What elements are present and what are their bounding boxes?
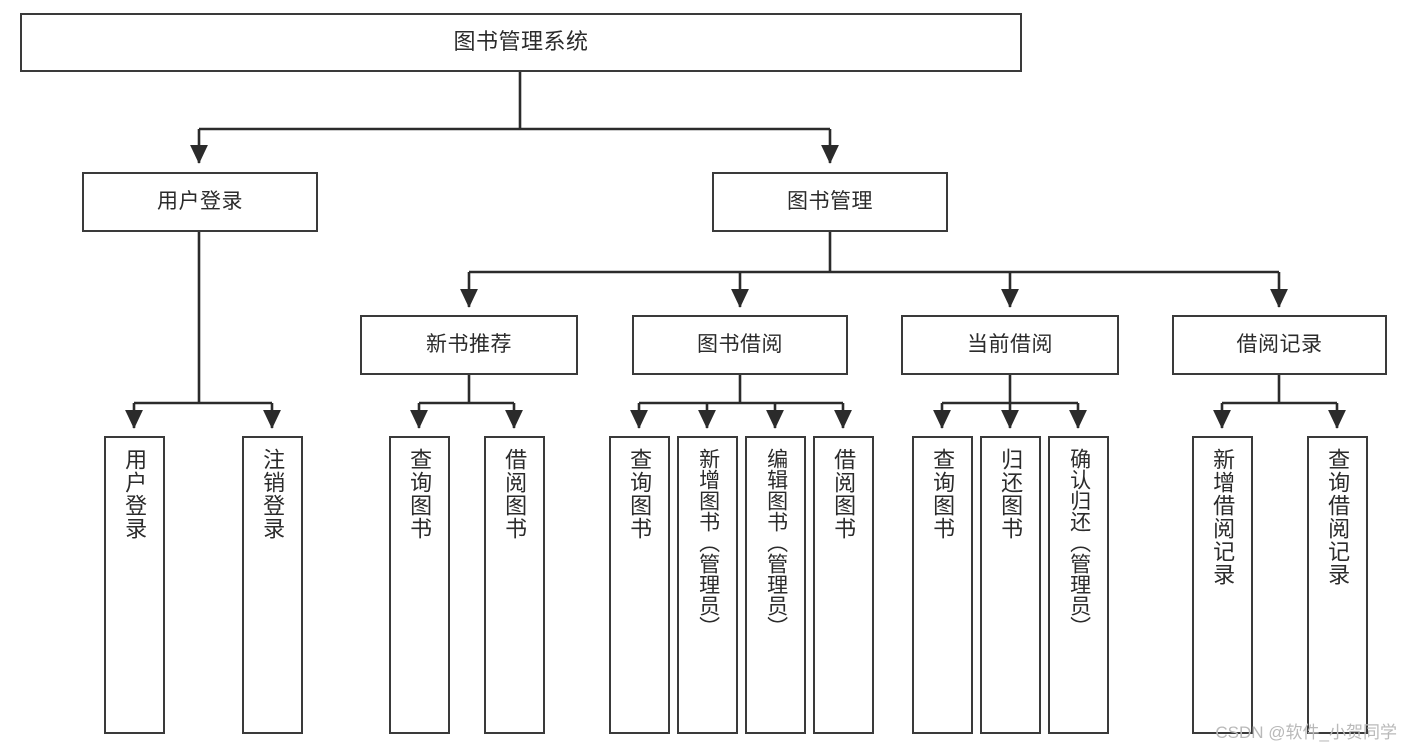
- node-label: 新增图书（管理员）: [696, 448, 720, 637]
- node-label: 编辑图书（管理员）: [764, 448, 788, 637]
- leaf-query-book-current[interactable]: 查询图书: [912, 436, 973, 734]
- leaf-logout-login[interactable]: 注销登录: [242, 436, 303, 734]
- leaf-user-login[interactable]: 用户登录: [104, 436, 165, 734]
- node-label: 查询借阅记录: [1325, 448, 1351, 586]
- node-book-manage[interactable]: 图书管理: [712, 172, 948, 232]
- node-label: 注销登录: [260, 448, 286, 540]
- leaf-borrow-book-borrow[interactable]: 借阅图书: [813, 436, 874, 734]
- node-current-borrow[interactable]: 当前借阅: [901, 315, 1119, 375]
- leaf-return-book[interactable]: 归还图书: [980, 436, 1041, 734]
- node-label: 借阅记录: [1236, 333, 1323, 357]
- node-label: 当前借阅: [967, 333, 1053, 357]
- node-book-borrow[interactable]: 图书借阅: [632, 315, 848, 375]
- leaf-query-book-recommend[interactable]: 查询图书: [389, 436, 450, 734]
- node-label: 图书管理系统: [453, 29, 589, 55]
- leaf-confirm-return[interactable]: 确认归还（管理员）: [1048, 436, 1109, 734]
- node-label: 确认归还（管理员）: [1067, 448, 1091, 637]
- node-label: 借阅图书: [502, 448, 528, 540]
- csdn-watermark: CSDN @软件_小贺同学: [1215, 723, 1397, 742]
- leaf-edit-book[interactable]: 编辑图书（管理员）: [745, 436, 806, 734]
- node-label: 图书管理: [787, 190, 873, 214]
- node-user-login[interactable]: 用户登录: [82, 172, 318, 232]
- node-label: 查询图书: [930, 448, 956, 540]
- node-borrow-record[interactable]: 借阅记录: [1172, 315, 1387, 375]
- node-label: 查询图书: [407, 448, 433, 540]
- node-label: 图书借阅: [697, 333, 783, 357]
- node-new-book-recommend[interactable]: 新书推荐: [360, 315, 578, 375]
- leaf-add-book[interactable]: 新增图书（管理员）: [677, 436, 738, 734]
- node-root-book-management-system[interactable]: 图书管理系统: [20, 13, 1022, 72]
- leaf-query-book-borrow[interactable]: 查询图书: [609, 436, 670, 734]
- node-label: 新书推荐: [426, 333, 512, 357]
- leaf-query-borrow-record[interactable]: 查询借阅记录: [1307, 436, 1368, 734]
- node-label: 归还图书: [998, 448, 1024, 540]
- node-label: 查询图书: [627, 448, 653, 540]
- node-label: 借阅图书: [831, 448, 857, 540]
- node-label: 新增借阅记录: [1210, 448, 1236, 586]
- leaf-borrow-book-recommend[interactable]: 借阅图书: [484, 436, 545, 734]
- leaf-add-borrow-record[interactable]: 新增借阅记录: [1192, 436, 1253, 734]
- node-label: 用户登录: [122, 448, 148, 540]
- node-label: 用户登录: [157, 190, 243, 214]
